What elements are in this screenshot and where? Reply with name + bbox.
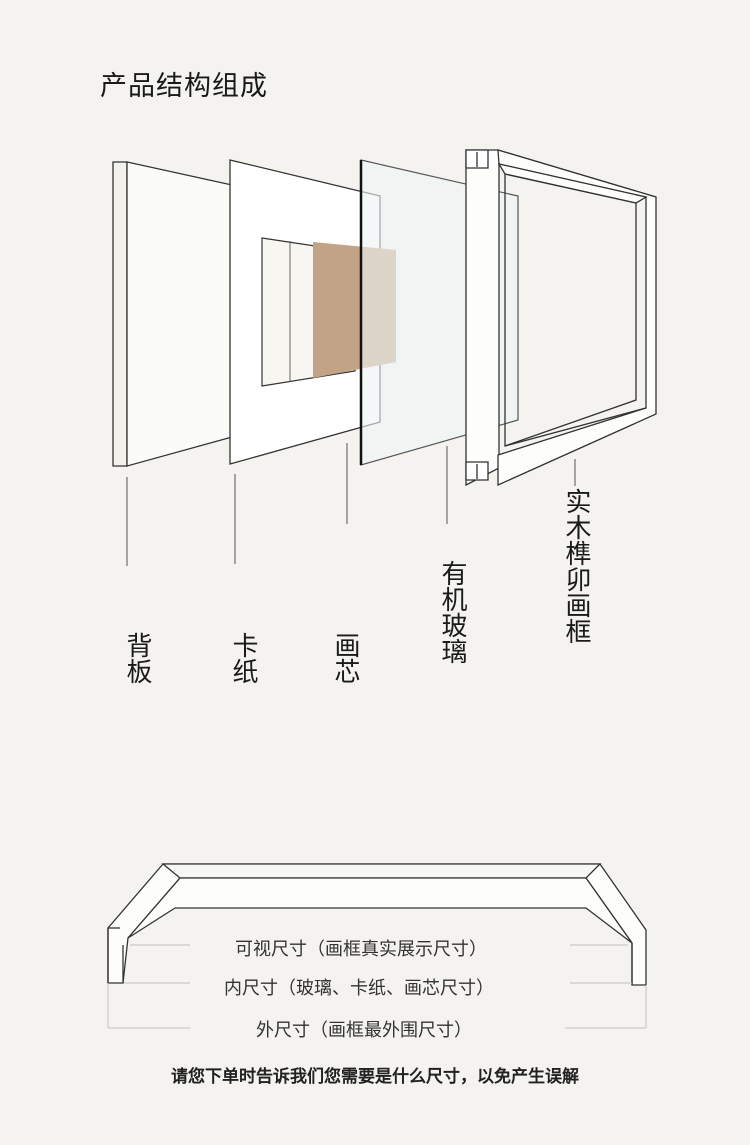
order-note: 请您下单时告诉我们您需要是什么尺寸，以免产生误解 xyxy=(171,1067,579,1087)
outer-size-label: 外尺寸（画框最外围尺寸） xyxy=(256,1020,472,1041)
layer-label-acrylic-glass: 有机玻璃 xyxy=(437,560,467,664)
layer-label-mat-board: 卡纸 xyxy=(228,632,258,684)
frame-cross-section xyxy=(107,863,647,986)
inner-size-label: 内尺寸（玻璃、卡纸、画芯尺寸） xyxy=(224,978,494,999)
page-title: 产品结构组成 xyxy=(100,71,268,102)
visible-size-label: 可视尺寸（画框真实展示尺寸） xyxy=(235,939,487,960)
dimension-guides xyxy=(107,944,647,1029)
layer-label-back-board: 背板 xyxy=(122,632,152,684)
wooden-frame-illustration xyxy=(465,149,657,487)
layer-label-painting: 画芯 xyxy=(330,632,360,684)
layer-label-wooden-frame: 实木榫卯画框 xyxy=(561,488,591,644)
back-board-illustration xyxy=(112,161,233,566)
